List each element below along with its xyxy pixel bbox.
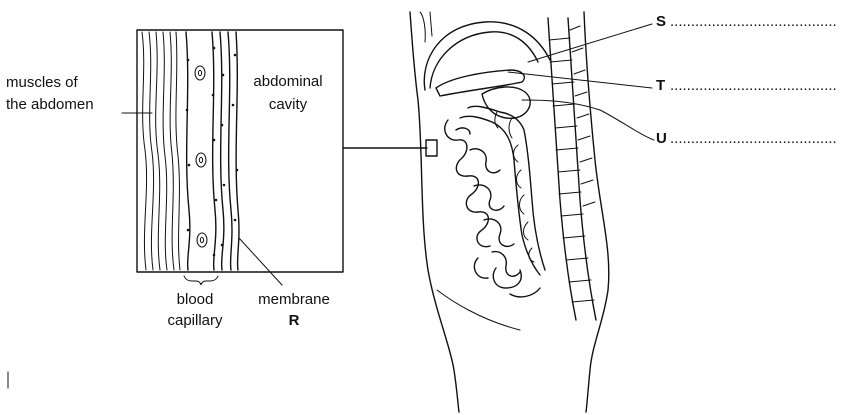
spine-back-line <box>568 18 596 320</box>
muscle-fibres <box>142 32 180 270</box>
red-blood-cells <box>195 66 207 247</box>
membrane-leader-line <box>239 238 282 285</box>
label-capillary-line1: blood <box>150 291 240 309</box>
colon-haustra <box>495 112 534 262</box>
magnified-tissue-panel <box>137 30 343 285</box>
label-t: T <box>656 77 665 95</box>
label-abdominal-line2: cavity <box>240 96 336 114</box>
body-front-outline <box>410 12 459 412</box>
answer-line-u: ........................................ <box>670 130 837 148</box>
label-muscles-line1: muscles of <box>6 74 78 92</box>
colon-inner <box>460 116 540 275</box>
label-capillary-line2: capillary <box>150 312 240 330</box>
capillary-brace <box>184 276 218 285</box>
spine-front-line <box>548 18 576 320</box>
s-leader-line <box>528 24 652 62</box>
answer-line-s: ........................................ <box>670 13 837 31</box>
label-u: U <box>656 130 667 148</box>
answer-line-t: ........................................ <box>670 77 837 95</box>
wall-nuclei-dots <box>186 47 239 257</box>
label-muscles-line2: the abdomen <box>6 96 94 114</box>
spine <box>548 18 596 320</box>
label-membrane-r: R <box>246 312 342 330</box>
label-abdominal-line1: abdominal <box>240 73 336 91</box>
vertebra-marks <box>549 26 595 302</box>
label-membrane: membrane <box>246 291 342 309</box>
capillary-walls <box>186 32 239 270</box>
liver <box>436 70 524 96</box>
colon-outer <box>468 106 545 270</box>
magnified-panel-frame <box>137 30 343 272</box>
u-leader-line <box>522 100 654 140</box>
t-leader-line <box>508 72 652 88</box>
small-intestine-coils <box>445 120 540 297</box>
body-back-outline <box>584 12 609 412</box>
label-s: S <box>656 13 666 31</box>
diaphragm-inner <box>430 32 538 88</box>
